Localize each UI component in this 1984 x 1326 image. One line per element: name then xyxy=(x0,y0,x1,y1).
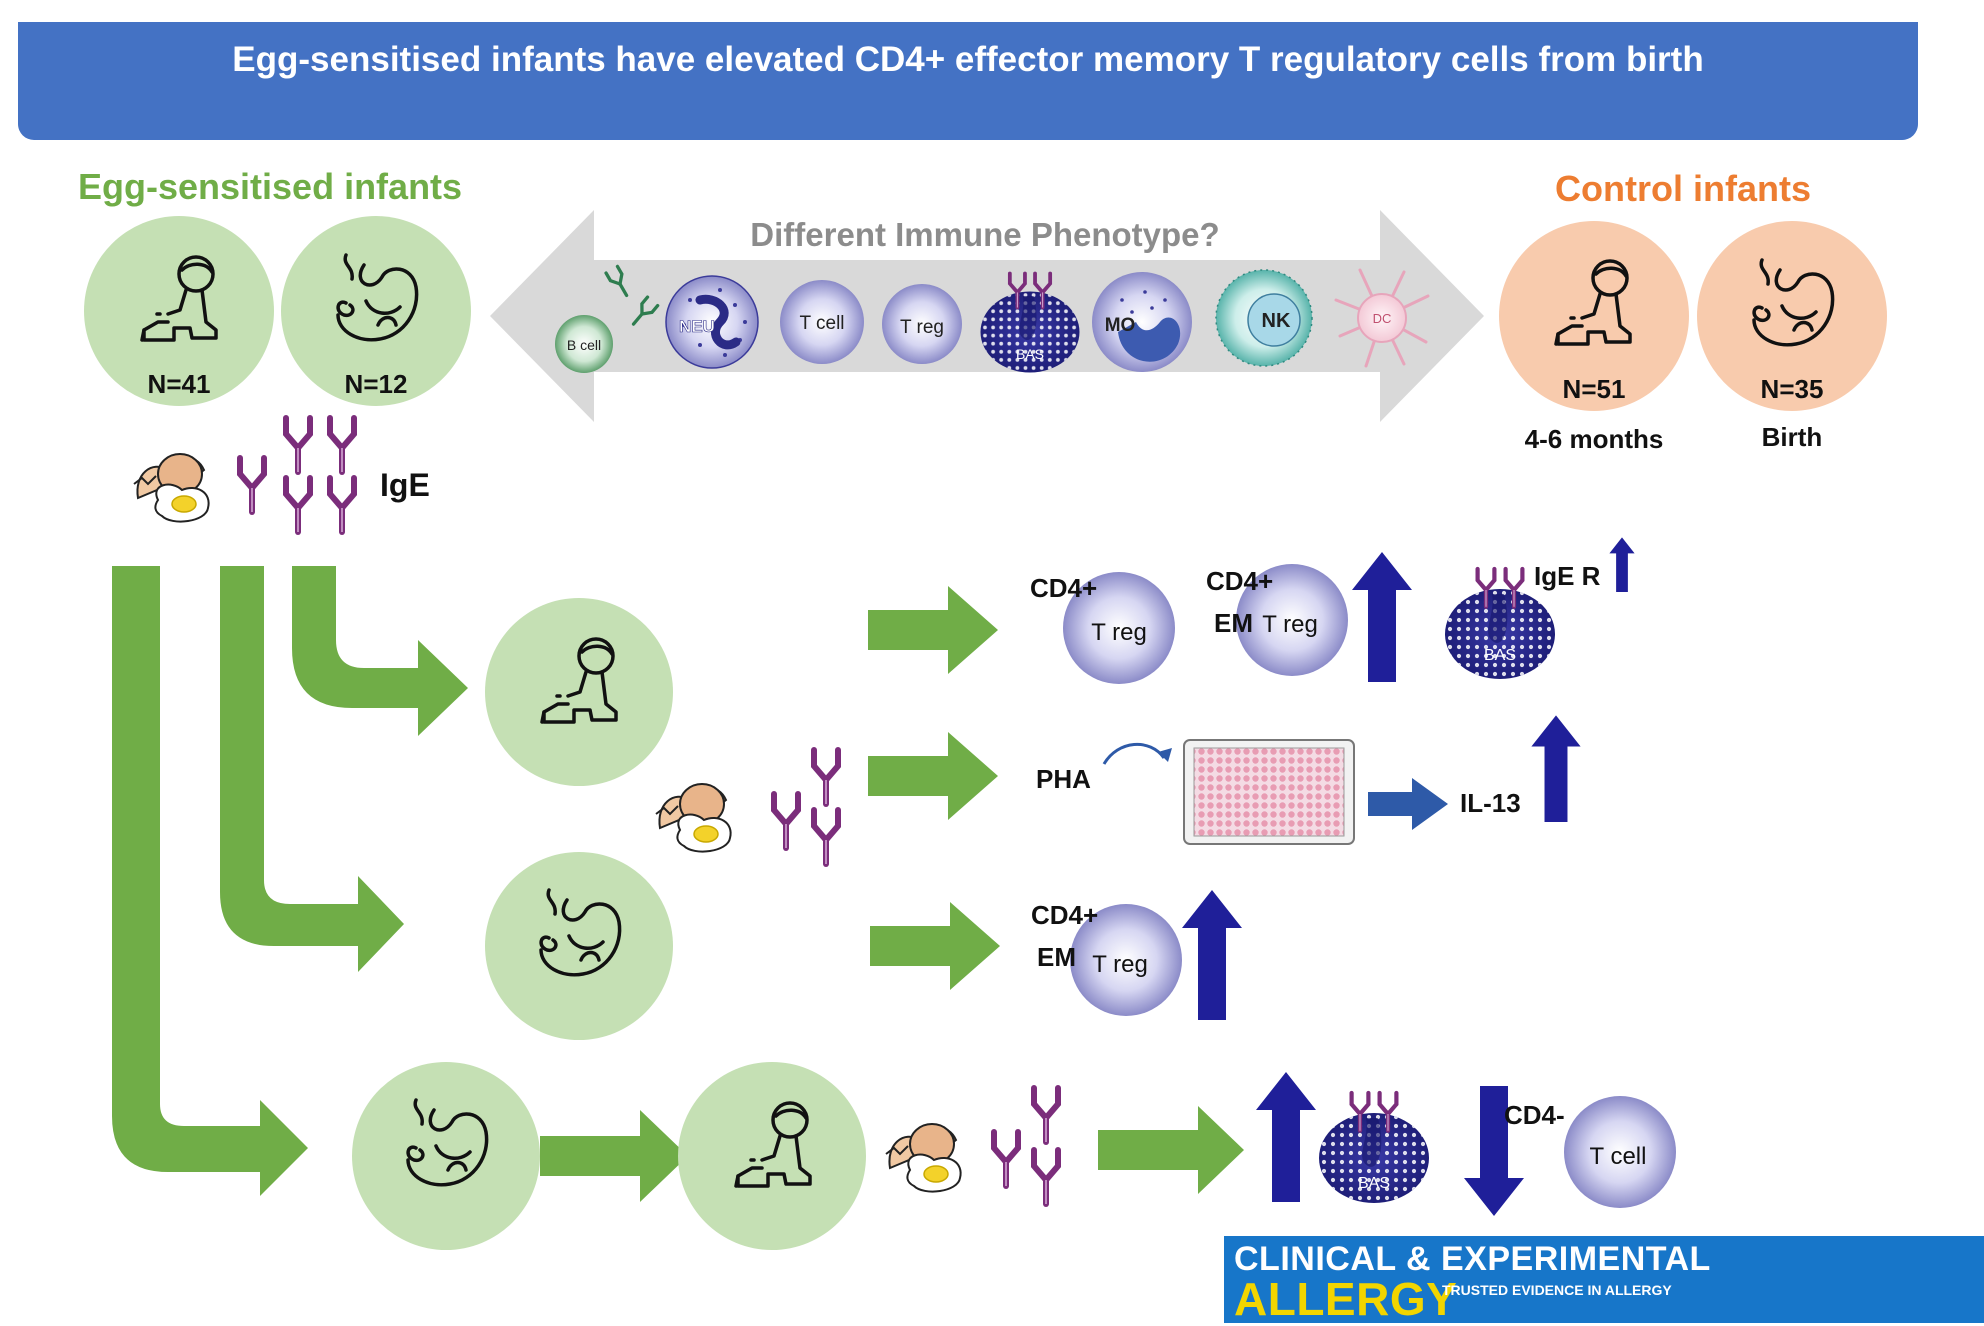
row4-result-arrow xyxy=(1098,1106,1244,1194)
row1-treg-up-arrow xyxy=(1352,552,1412,682)
flow-arrow-to-infant xyxy=(292,566,468,736)
row2-cytokine-arrow xyxy=(1368,778,1448,830)
row4-infant-circle xyxy=(678,1062,866,1250)
svg-text:T reg: T reg xyxy=(1092,951,1148,978)
svg-text:NK: NK xyxy=(1262,310,1291,332)
treg-icon: T reg xyxy=(882,284,962,364)
row1-ige-receptor-up-arrow xyxy=(1609,537,1635,592)
row4-basophil: BAS xyxy=(1319,1093,1429,1203)
svg-text:B cell: B cell xyxy=(567,337,601,353)
control-group-heading: Control infants xyxy=(1555,168,1811,209)
control-newborn-circle: N=35 xyxy=(1697,221,1887,411)
row2-il13-up-arrow xyxy=(1531,715,1581,822)
journal-logo: CLINICAL & EXPERIMENTAL ALLERGY TRUSTED … xyxy=(1224,1236,1984,1325)
page-title: Egg-sensitised infants have elevated CD4… xyxy=(232,40,1704,79)
row1-cd4em-label-2: EM xyxy=(1214,608,1253,638)
journal-name-line2: ALLERGY xyxy=(1234,1273,1458,1325)
row2-stimulation-curve xyxy=(1102,743,1166,765)
svg-text:T cell: T cell xyxy=(799,313,844,334)
row4-cd4neg-label: CD4- xyxy=(1504,1100,1565,1130)
row2-cytokine-label: IL-13 xyxy=(1460,788,1521,818)
row4-newborn-circle xyxy=(352,1062,540,1250)
sensitised-group-heading: Egg-sensitised infants xyxy=(78,166,463,207)
row1-basophil: BAS xyxy=(1445,569,1555,679)
dendritic-cell-icon: DC xyxy=(1334,268,1430,368)
journal-tagline: TRUSTED EVIDENCE IN ALLERGY xyxy=(1442,1282,1672,1298)
row2-ige-antibodies xyxy=(774,750,838,864)
monocyte-icon: MO xyxy=(1092,272,1192,372)
sensitised-infant-n: N=41 xyxy=(148,369,211,399)
nk-cell-icon: NK xyxy=(1215,269,1313,367)
row1-result-arrow xyxy=(868,586,998,674)
egg-allergen-icon xyxy=(133,453,210,523)
control-infant-n: N=51 xyxy=(1563,374,1626,404)
row4-egg-icon xyxy=(885,1123,962,1193)
row3-cd4em-label-2: EM xyxy=(1037,942,1076,972)
row1-cd4em-treg-cell: T reg xyxy=(1236,564,1348,676)
row2-result-arrow xyxy=(868,732,998,820)
row3-result-arrow xyxy=(870,902,1000,990)
row2-stimulus-label: PHA xyxy=(1036,764,1091,794)
row3-newborn-circle xyxy=(485,852,673,1040)
svg-text:BAS: BAS xyxy=(1484,647,1516,664)
phenotype-question: Different Immune Phenotype? xyxy=(750,216,1219,253)
basophil-icon: BAS xyxy=(981,274,1080,373)
svg-text:T cell: T cell xyxy=(1590,1143,1647,1170)
svg-text:NEU: NEU xyxy=(679,317,715,336)
row4-birth-to-infant-arrow xyxy=(540,1110,688,1202)
row4-cd4neg-tcell: T cell xyxy=(1564,1096,1676,1208)
control-infant-circle: N=51 xyxy=(1499,221,1689,411)
control-newborn-age: Birth xyxy=(1762,422,1823,452)
row3-cd4em-treg-cell: T reg xyxy=(1070,904,1182,1016)
title-banner: Egg-sensitised infants have elevated CD4… xyxy=(18,22,1918,140)
flow-arrow-to-birth xyxy=(220,566,404,972)
flow-arrow-to-longitudinal xyxy=(112,566,308,1196)
journal-name-line1: CLINICAL & EXPERIMENTAL xyxy=(1234,1240,1711,1278)
row1-cd4em-label-1: CD4+ xyxy=(1206,566,1273,596)
row2-culture-plate-icon xyxy=(1183,739,1355,845)
control-newborn-n: N=35 xyxy=(1761,374,1824,404)
svg-text:T reg: T reg xyxy=(1262,611,1318,638)
sensitised-newborn-circle: N=12 xyxy=(281,216,471,406)
tcell-icon: T cell xyxy=(780,280,864,364)
row1-infant-circle xyxy=(485,598,673,786)
row4-basophil-up-arrow xyxy=(1256,1072,1316,1202)
row4-ige-antibodies xyxy=(994,1088,1058,1204)
svg-text:MO: MO xyxy=(1105,315,1136,336)
svg-text:BAS: BAS xyxy=(1016,346,1044,362)
row3-treg-up-arrow xyxy=(1182,890,1242,1020)
neutrophil-icon: NEU xyxy=(665,275,759,369)
svg-text:BAS: BAS xyxy=(1358,1175,1390,1192)
svg-text:T reg: T reg xyxy=(1091,619,1147,646)
row3-cd4em-label-1: CD4+ xyxy=(1031,900,1098,930)
sensitised-newborn-n: N=12 xyxy=(345,369,408,399)
row1-ige-receptor-label: IgE R xyxy=(1534,561,1601,591)
bcell-icon: B cell xyxy=(555,264,660,373)
row1-cd4-treg-cell: T reg xyxy=(1063,572,1175,684)
sensitised-infant-circle: N=41 xyxy=(84,216,274,406)
row1-cd4-label: CD4+ xyxy=(1030,573,1097,603)
svg-text:T reg: T reg xyxy=(900,317,944,338)
ige-antibody-icons xyxy=(240,418,354,532)
control-infant-age: 4-6 months xyxy=(1525,424,1664,454)
ige-label: IgE xyxy=(380,467,430,503)
row2-egg-icon xyxy=(655,783,732,853)
svg-text:DC: DC xyxy=(1373,311,1392,326)
